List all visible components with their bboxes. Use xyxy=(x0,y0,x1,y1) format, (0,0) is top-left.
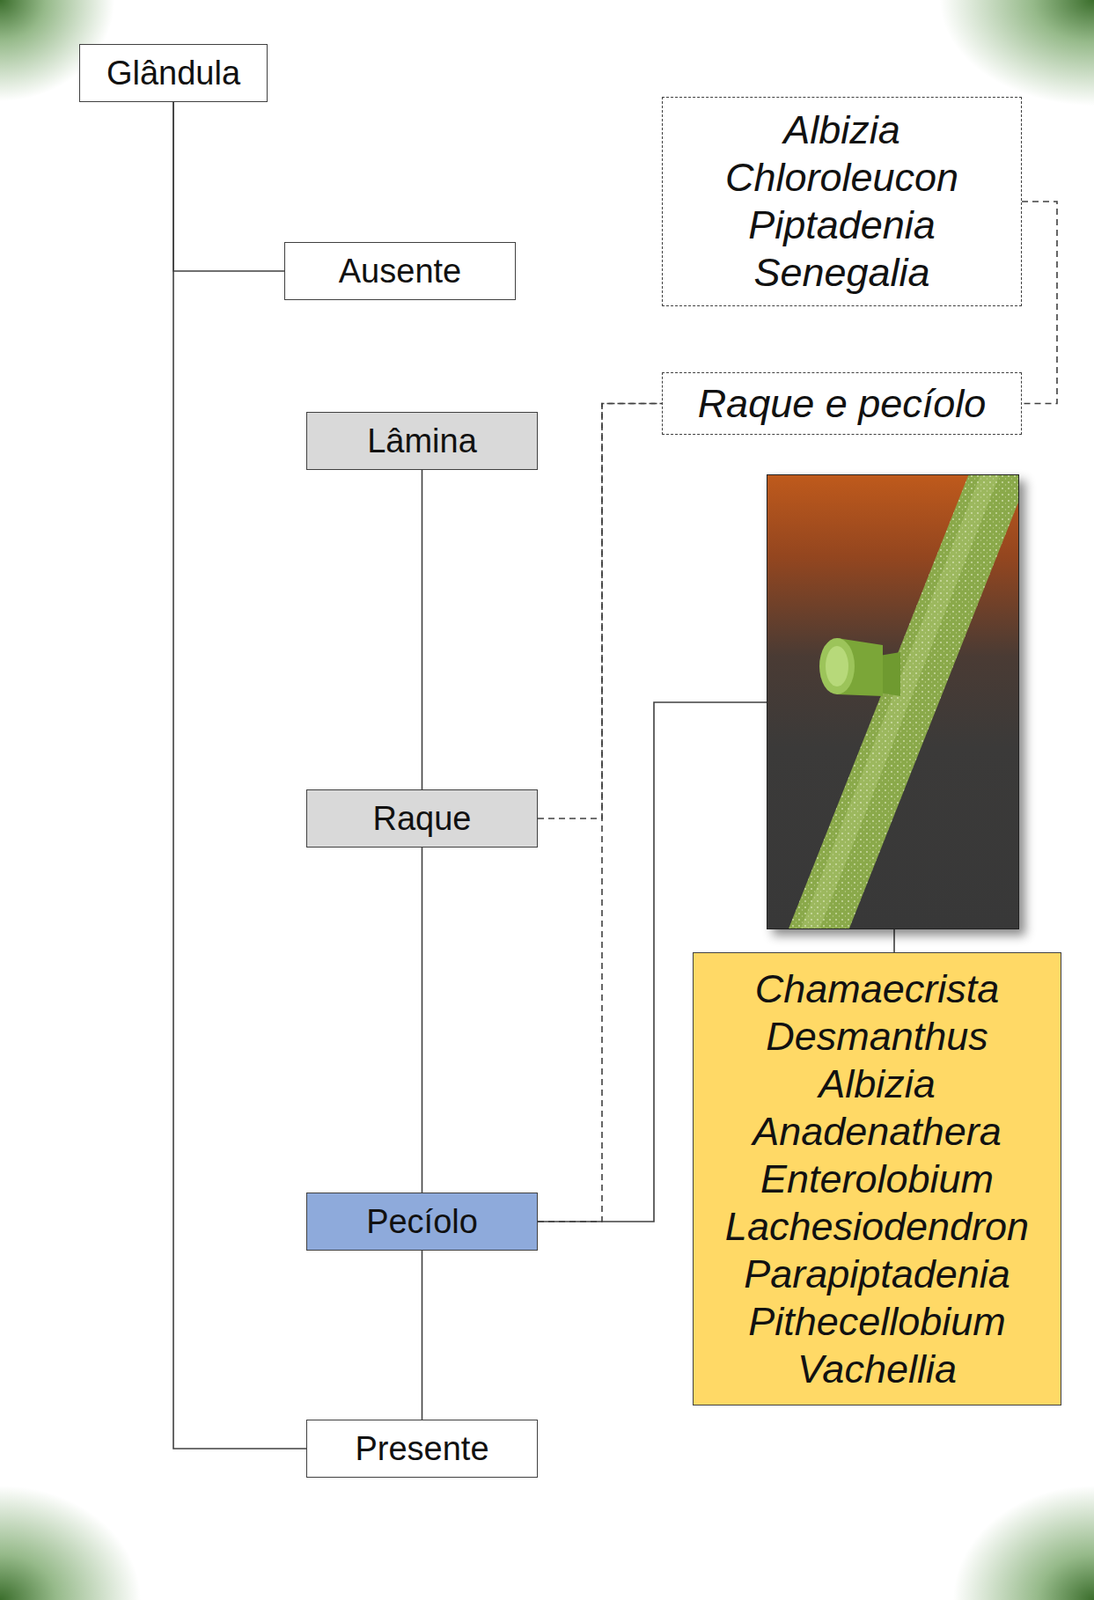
dashed-connector xyxy=(537,403,662,820)
node-label: Lâmina xyxy=(367,421,478,461)
position-box: Raque xyxy=(306,789,538,848)
genus-name: Chloroleucon xyxy=(725,154,959,202)
node-label: Pecíolo xyxy=(366,1202,478,1241)
node-label: Presente xyxy=(354,1429,489,1469)
connector-line xyxy=(421,1250,424,1420)
genus-name: Albizia xyxy=(818,1060,936,1109)
genus-list: AlbiziaChloroleuconPiptadeniaSenegalia xyxy=(661,96,1022,307)
connector-line xyxy=(173,102,307,1449)
dashed-connector xyxy=(1021,201,1058,404)
connector-line xyxy=(421,469,424,790)
connector-line xyxy=(421,847,424,1193)
root-box: Glândula xyxy=(79,44,268,103)
node-label: Ausente xyxy=(338,251,462,291)
genus-name: Vachellia xyxy=(797,1345,957,1394)
genus-name: Piptadenia xyxy=(748,201,936,250)
node-label: Raque xyxy=(373,799,472,838)
gland-face xyxy=(819,638,855,695)
node-label: Glândula xyxy=(106,53,241,93)
position-box: Raque e pecíolo xyxy=(661,372,1022,435)
gland-pore xyxy=(825,646,849,687)
dashed-connector xyxy=(537,403,662,1223)
genus-name: Albizia xyxy=(783,106,901,155)
connector-line xyxy=(173,102,285,272)
genus-name: Anadenathera xyxy=(752,1108,1002,1156)
genus-name: Enterolobium xyxy=(760,1155,994,1204)
photo-frame xyxy=(767,475,1020,930)
stalk-hairs xyxy=(810,474,1006,930)
position-box: Pecíolo xyxy=(306,1192,538,1251)
genus-name: Senegalia xyxy=(753,249,930,297)
position-box: Lâmina xyxy=(306,411,538,470)
genus-name: Parapiptadenia xyxy=(743,1250,1011,1299)
genus-name: Pithecellobium xyxy=(748,1298,1006,1346)
petiole-stalk xyxy=(810,474,1006,930)
genus-name: Raque e pecíolo xyxy=(697,380,987,428)
state-box: Ausente xyxy=(284,242,516,301)
genus-name: Chamaecrista xyxy=(755,965,1000,1014)
state-box: Presente xyxy=(306,1419,538,1478)
genus-name: Desmanthus xyxy=(765,1013,989,1061)
petiole-photo xyxy=(766,474,1020,930)
genus-list: ChamaecristaDesmanthusAlbiziaAnadenather… xyxy=(692,952,1062,1406)
genus-name: Lachesiodendron xyxy=(725,1203,1029,1251)
